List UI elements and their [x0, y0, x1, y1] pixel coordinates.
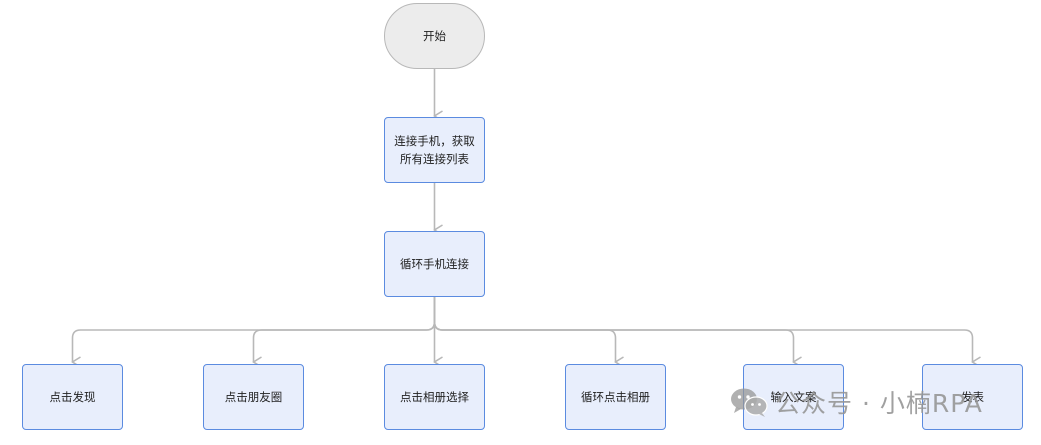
click-discover-label: 点击发现: [49, 390, 96, 404]
click-moments-label: 点击朋友圈: [224, 390, 283, 404]
watermark: 公众号 · 小楠RPA: [729, 382, 983, 422]
loop-click-album-node: 循环点击相册: [565, 364, 666, 430]
wechat-icon: [731, 388, 768, 417]
start-node: 开始: [384, 3, 485, 69]
watermark-text: 公众号 · 小楠RPA: [775, 389, 983, 418]
publish-label: 发表: [961, 390, 984, 404]
publish-node: 发表: [922, 364, 1023, 430]
connector-loop-to-child-2: [254, 297, 436, 362]
click-discover-node: 点击发现: [22, 364, 123, 430]
connect-phones-label-line-1: 连接手机，获取: [394, 134, 475, 148]
loop-phone-connections-label: 循环手机连接: [400, 257, 469, 271]
input-caption-label: 输入文案: [770, 390, 817, 404]
loop-click-album-label: 循环点击相册: [581, 390, 650, 404]
connector-loop-to-child-6: [433, 297, 973, 362]
start-node-label: 开始: [423, 29, 446, 43]
click-moments-node: 点击朋友圈: [203, 364, 304, 430]
click-album-select-label: 点击相册选择: [400, 390, 469, 404]
loop-phone-connections-node: 循环手机连接: [384, 231, 485, 297]
connect-phones-label-line-2: 所有连接列表: [400, 152, 469, 166]
connect-phones-node: 连接手机，获取 所有连接列表: [384, 117, 485, 183]
click-album-select-node: 点击相册选择: [384, 364, 485, 430]
